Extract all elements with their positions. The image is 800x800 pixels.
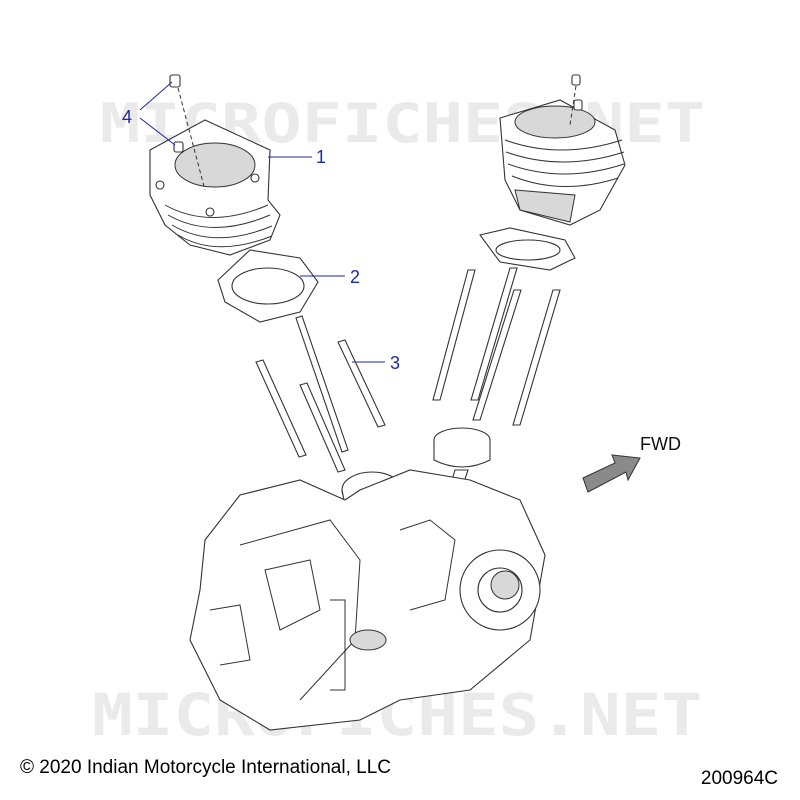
leader-4a — [139, 81, 173, 111]
figure-number: 200964C — [700, 768, 778, 789]
left-cylinder[interactable] — [149, 119, 281, 256]
fwd-label: FWD — [640, 434, 681, 454]
right-studs[interactable] — [432, 267, 561, 426]
left-gasket[interactable] — [217, 249, 319, 323]
callout-2[interactable]: 2 — [350, 267, 360, 287]
copyright-text: © 2020 Indian Motorcycle International, … — [20, 757, 391, 778]
callout-3[interactable]: 3 — [390, 353, 400, 373]
leader-4b — [139, 117, 176, 146]
callout-4[interactable]: 4 — [122, 107, 132, 127]
left-dowels[interactable] — [169, 74, 206, 191]
forward-arrow-icon — [582, 454, 641, 493]
right-cylinder[interactable] — [499, 99, 626, 226]
left-studs[interactable] — [255, 315, 386, 473]
crankcase[interactable] — [189, 469, 546, 731]
callout-1[interactable]: 1 — [316, 147, 326, 167]
right-gasket[interactable] — [479, 227, 576, 271]
right-dowels[interactable] — [569, 74, 583, 126]
